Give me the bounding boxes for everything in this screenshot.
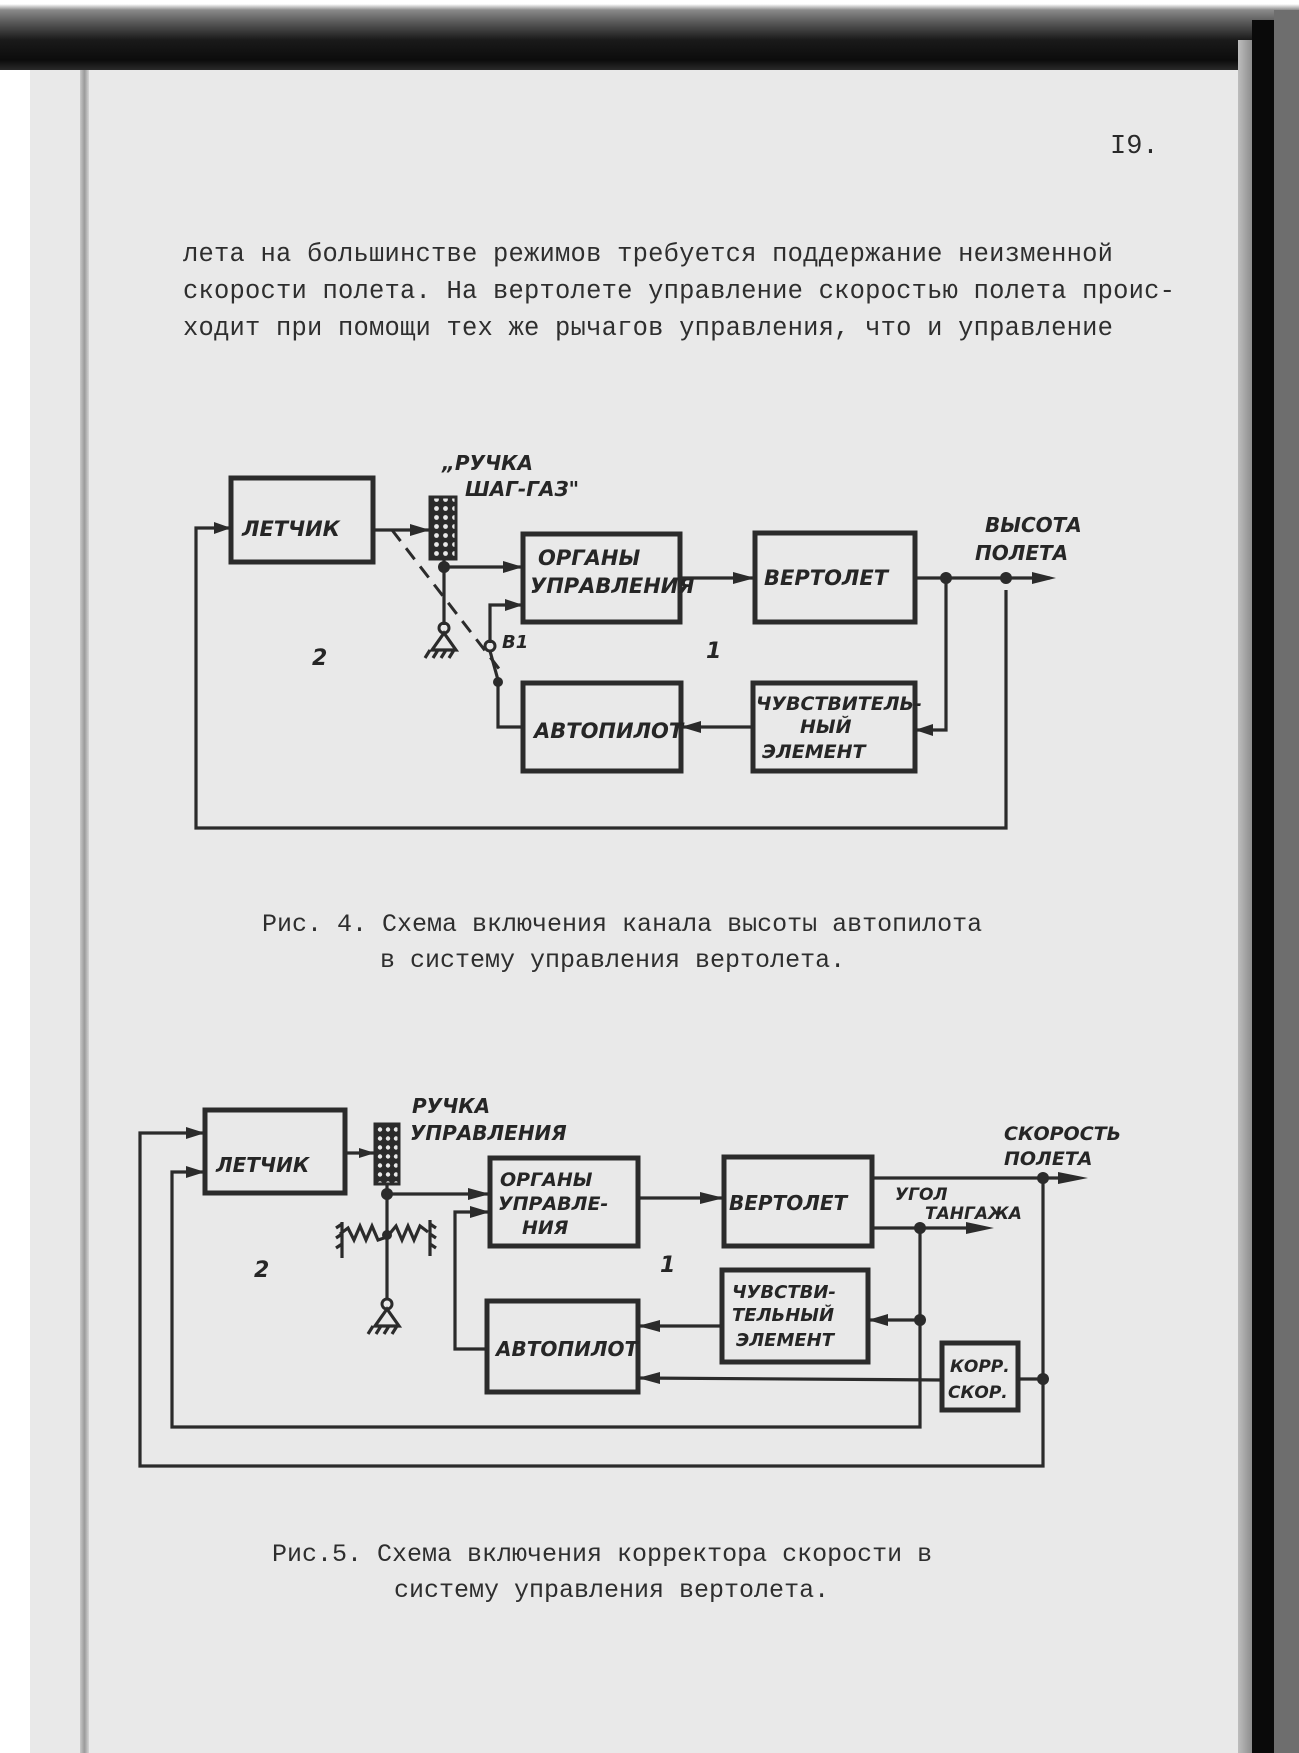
arrow-into-helicopter xyxy=(700,1192,724,1204)
block-controls-label-1: ОРГАНЫ xyxy=(538,546,640,570)
loop-number-2: 2 xyxy=(254,1258,269,1283)
arrow-into-controls-2 xyxy=(470,1206,490,1218)
body-line: ходит при помощи тех же рычагов управлен… xyxy=(183,314,1114,343)
arrow-into-controls xyxy=(468,1188,490,1200)
body-line: лета на большинстве режимов требуется по… xyxy=(183,240,1114,269)
figure-4-caption-line-2: в систему управления вертолета. xyxy=(380,946,846,975)
scan-margin xyxy=(0,0,30,1753)
block-corrector-label-2: СКОР. xyxy=(948,1383,1008,1403)
handle-label-2: УПРАВЛЕНИЯ xyxy=(410,1121,567,1145)
arrow-into-autopilot-2 xyxy=(638,1372,660,1384)
block-pilot-label: ЛЕТЧИК xyxy=(241,517,341,541)
figure-5-caption-line-2: системy управления вертолета. xyxy=(394,1576,830,1605)
block-sensor-label-1: ЧУВСТВИТЕЛЬ- xyxy=(756,693,922,715)
arrow-into-sensor xyxy=(868,1314,888,1326)
block-autopilot-label: АВТОПИЛОТ xyxy=(494,1337,639,1361)
figure-4-caption-line-1: Рис. 4. Схема включения канала высоты ав… xyxy=(262,910,983,939)
binding-edge xyxy=(80,62,89,1753)
handle-label-1: РУЧКА xyxy=(412,1094,490,1118)
arrow-into-helicopter xyxy=(733,572,755,584)
arrow-into-handle xyxy=(359,1148,375,1158)
switch-label: В1 xyxy=(502,632,528,653)
arrow-into-pilot xyxy=(186,1127,205,1139)
block-sensor-label-2: НЫЙ xyxy=(800,715,852,738)
block-sensor-label-2: ТЕЛЬНЫЙ xyxy=(732,1304,834,1326)
block-autopilot xyxy=(484,1298,641,1395)
block-sensor-label-1: ЧУВСТВИ- xyxy=(732,1282,836,1303)
block-helicopter-label: ВЕРТОЛЕТ xyxy=(729,1191,848,1215)
outer-loop-wire xyxy=(138,1131,1045,1468)
arrow-into-controls xyxy=(503,561,523,573)
block-controls-label-2: УПРАВЛЕ- xyxy=(498,1193,608,1215)
output-label-altitude-1: ВЫСОТА xyxy=(985,513,1082,537)
output-label-pitch-1: УГОЛ xyxy=(895,1185,948,1205)
block-helicopter-label: ВЕРТОЛЕТ xyxy=(764,566,890,590)
loop-number-1: 1 xyxy=(706,639,721,664)
autopilot-to-switch-wire xyxy=(496,682,523,729)
block-controls-label-3: НИЯ xyxy=(522,1217,569,1239)
arrow-output-speed xyxy=(1058,1172,1088,1184)
block-pilot xyxy=(228,475,376,565)
page-edge xyxy=(1238,40,1252,1753)
block-corrector-label-1: КОРР. xyxy=(950,1357,1010,1377)
output-label-speed-1: СКОРОСТЬ xyxy=(1004,1123,1121,1145)
spring-ground-left xyxy=(335,1222,344,1258)
spring-ground-right xyxy=(428,1220,437,1256)
handle-label-2: ШАГ-ГАЗ" xyxy=(465,477,579,501)
arrow-into-pilot xyxy=(214,522,231,534)
block-pilot xyxy=(202,1107,348,1196)
arrow-into-pilot-2 xyxy=(186,1166,205,1178)
outer-loop-wire xyxy=(194,526,1008,830)
scanner-border xyxy=(1252,20,1274,1753)
output-label-pitch-2: ТАНГАЖА xyxy=(925,1204,1022,1224)
junction-dot xyxy=(1000,572,1012,584)
arrow-into-controls-2 xyxy=(505,599,523,611)
arrow-into-autopilot xyxy=(681,721,701,733)
ground-icon xyxy=(366,1306,403,1335)
figure-5-caption-line-1: Рис.5. Схема включения корректора скорос… xyxy=(272,1540,933,1569)
control-handle xyxy=(428,495,458,561)
block-controls-label-1: ОРГАНЫ xyxy=(500,1169,593,1191)
ground-icon xyxy=(423,630,460,659)
body-line: скорости полета. На вертолете управление… xyxy=(183,277,1176,306)
output-label-speed-2: ПОЛЕТА xyxy=(1004,1148,1092,1170)
corrector-to-autopilot-wire xyxy=(637,1376,943,1382)
scan-top-shadow xyxy=(0,0,1299,70)
block-helicopter xyxy=(721,1154,875,1249)
junction-dot xyxy=(1037,1172,1049,1184)
block-controls-label-2: УПРАВЛЕНИЯ xyxy=(530,574,695,598)
block-speed-corrector xyxy=(939,1340,1021,1413)
pitch-loop-wire xyxy=(170,1170,922,1429)
dashed-linkage xyxy=(390,529,502,671)
page-number: I9. xyxy=(1110,132,1159,162)
block-sensor-label-3: ЭЛЕМЕНТ xyxy=(762,741,867,763)
arrow-into-autopilot xyxy=(638,1320,660,1332)
junction-dot xyxy=(914,1222,926,1234)
block-pilot-label: ЛЕТЧИК xyxy=(215,1153,311,1177)
output-label-altitude-2: ПОЛЕТА xyxy=(975,541,1068,565)
loop-number-2: 2 xyxy=(312,646,327,671)
arrow-into-sensor xyxy=(915,724,933,736)
control-handle xyxy=(373,1122,401,1186)
body-paragraph: лета на большинстве режимов требуется по… xyxy=(183,236,1176,347)
page-sheet xyxy=(30,62,1250,1753)
handle-label-1: „РУЧКА xyxy=(441,451,533,475)
arrow-into-handle xyxy=(410,524,430,536)
block-sensor-label-3: ЭЛЕМЕНТ xyxy=(736,1330,836,1351)
block-control-organs xyxy=(487,1155,641,1249)
block-autopilot-label: АВТОПИЛОТ xyxy=(532,719,685,743)
loop-number-1: 1 xyxy=(660,1253,675,1278)
junction-dot xyxy=(382,1230,392,1240)
arrow-output-pitch xyxy=(966,1222,994,1234)
scanner-border-outer xyxy=(1274,10,1299,1753)
switch-blade xyxy=(488,650,500,681)
spring-icon xyxy=(339,1221,429,1245)
block-sensor xyxy=(719,1267,871,1365)
arrow-output-altitude xyxy=(1032,572,1056,584)
